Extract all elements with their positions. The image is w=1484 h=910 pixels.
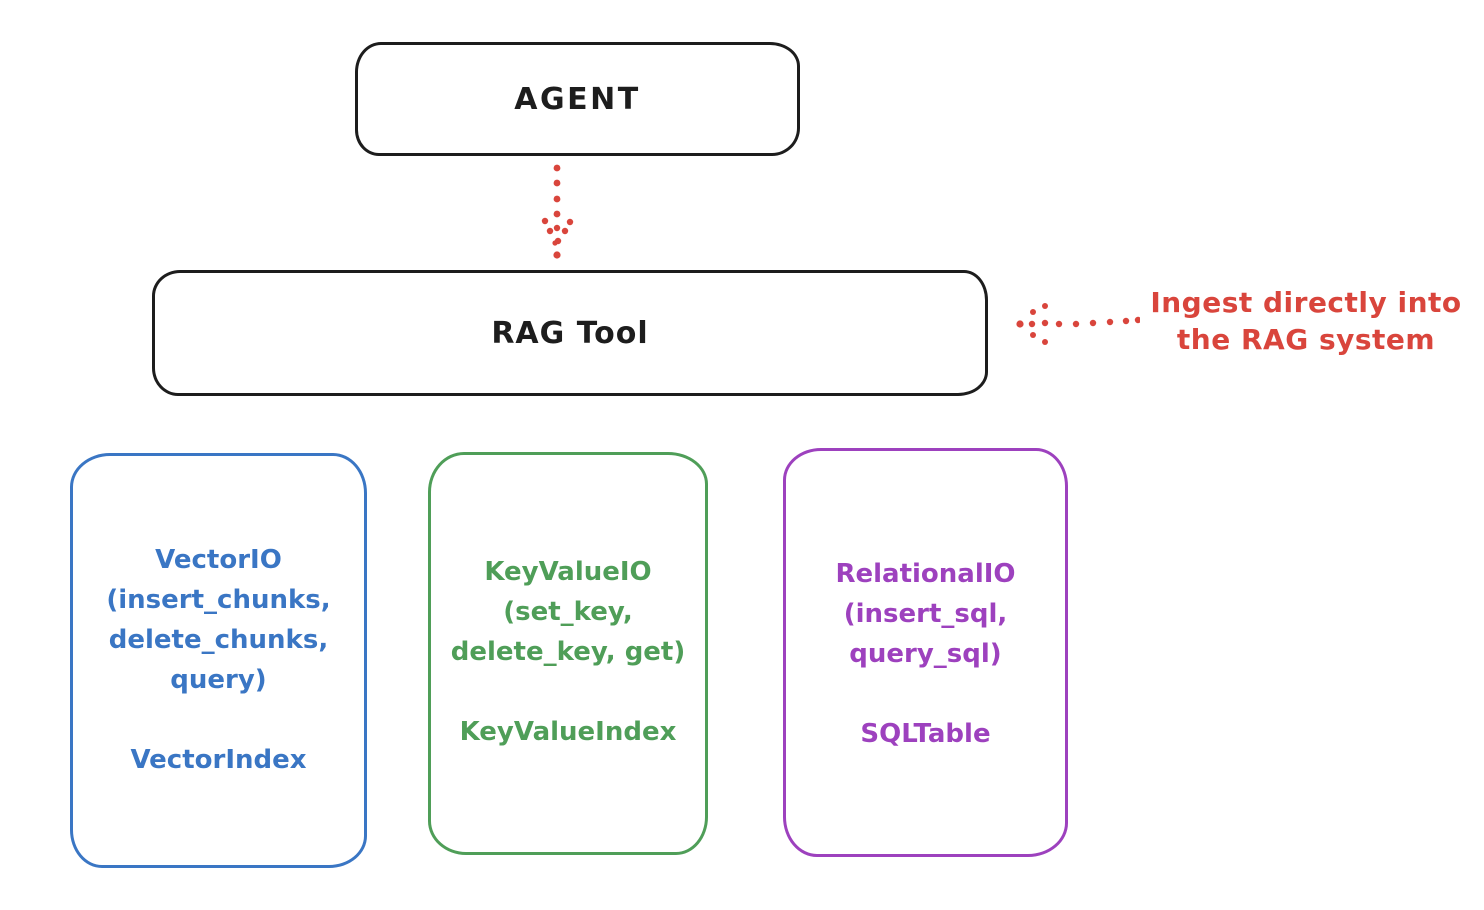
key-value-io-title: KeyValueIO [484,557,652,587]
vector-io-methods-line1: (insert_chunks, [106,585,331,615]
key-value-io-node: KeyValueIO (set_key, delete_key, get) Ke… [428,452,708,855]
relational-io-node: RelationalIO (insert_sql, query_sql) SQL… [783,448,1068,857]
vector-io-methods-line2: delete_chunks, [108,625,329,655]
annotation-to-rag-arrow-icon [1016,303,1140,345]
sql-table-label: SQLTable [860,719,991,749]
key-value-io-methods-line2: delete_key, get) [450,637,686,667]
vector-io-title: VectorIO [155,545,282,575]
vector-io-methods-line3: query) [170,665,267,695]
vector-io-node: VectorIO (insert_chunks, delete_chunks, … [70,453,367,868]
relational-io-methods-line1: (insert_sql, [843,599,1008,629]
ingest-annotation-line1: Ingest directly into [1150,286,1462,319]
ingest-annotation: Ingest directly into the RAG system [1138,284,1474,358]
rag-tool-node: RAG Tool [152,270,988,396]
vector-index-label: VectorIndex [130,745,307,775]
rag-tool-node-label: RAG Tool [491,315,649,351]
agent-to-rag-arrow-icon [541,164,574,259]
relational-io-title: RelationalIO [835,559,1016,589]
key-value-io-methods-line1: (set_key, [503,597,633,627]
key-value-index-label: KeyValueIndex [459,717,677,747]
agent-node: AGENT [355,42,800,156]
relational-io-methods-line2: query_sql) [849,639,1002,669]
ingest-annotation-line2: the RAG system [1176,323,1436,356]
agent-node-label: AGENT [514,81,641,117]
